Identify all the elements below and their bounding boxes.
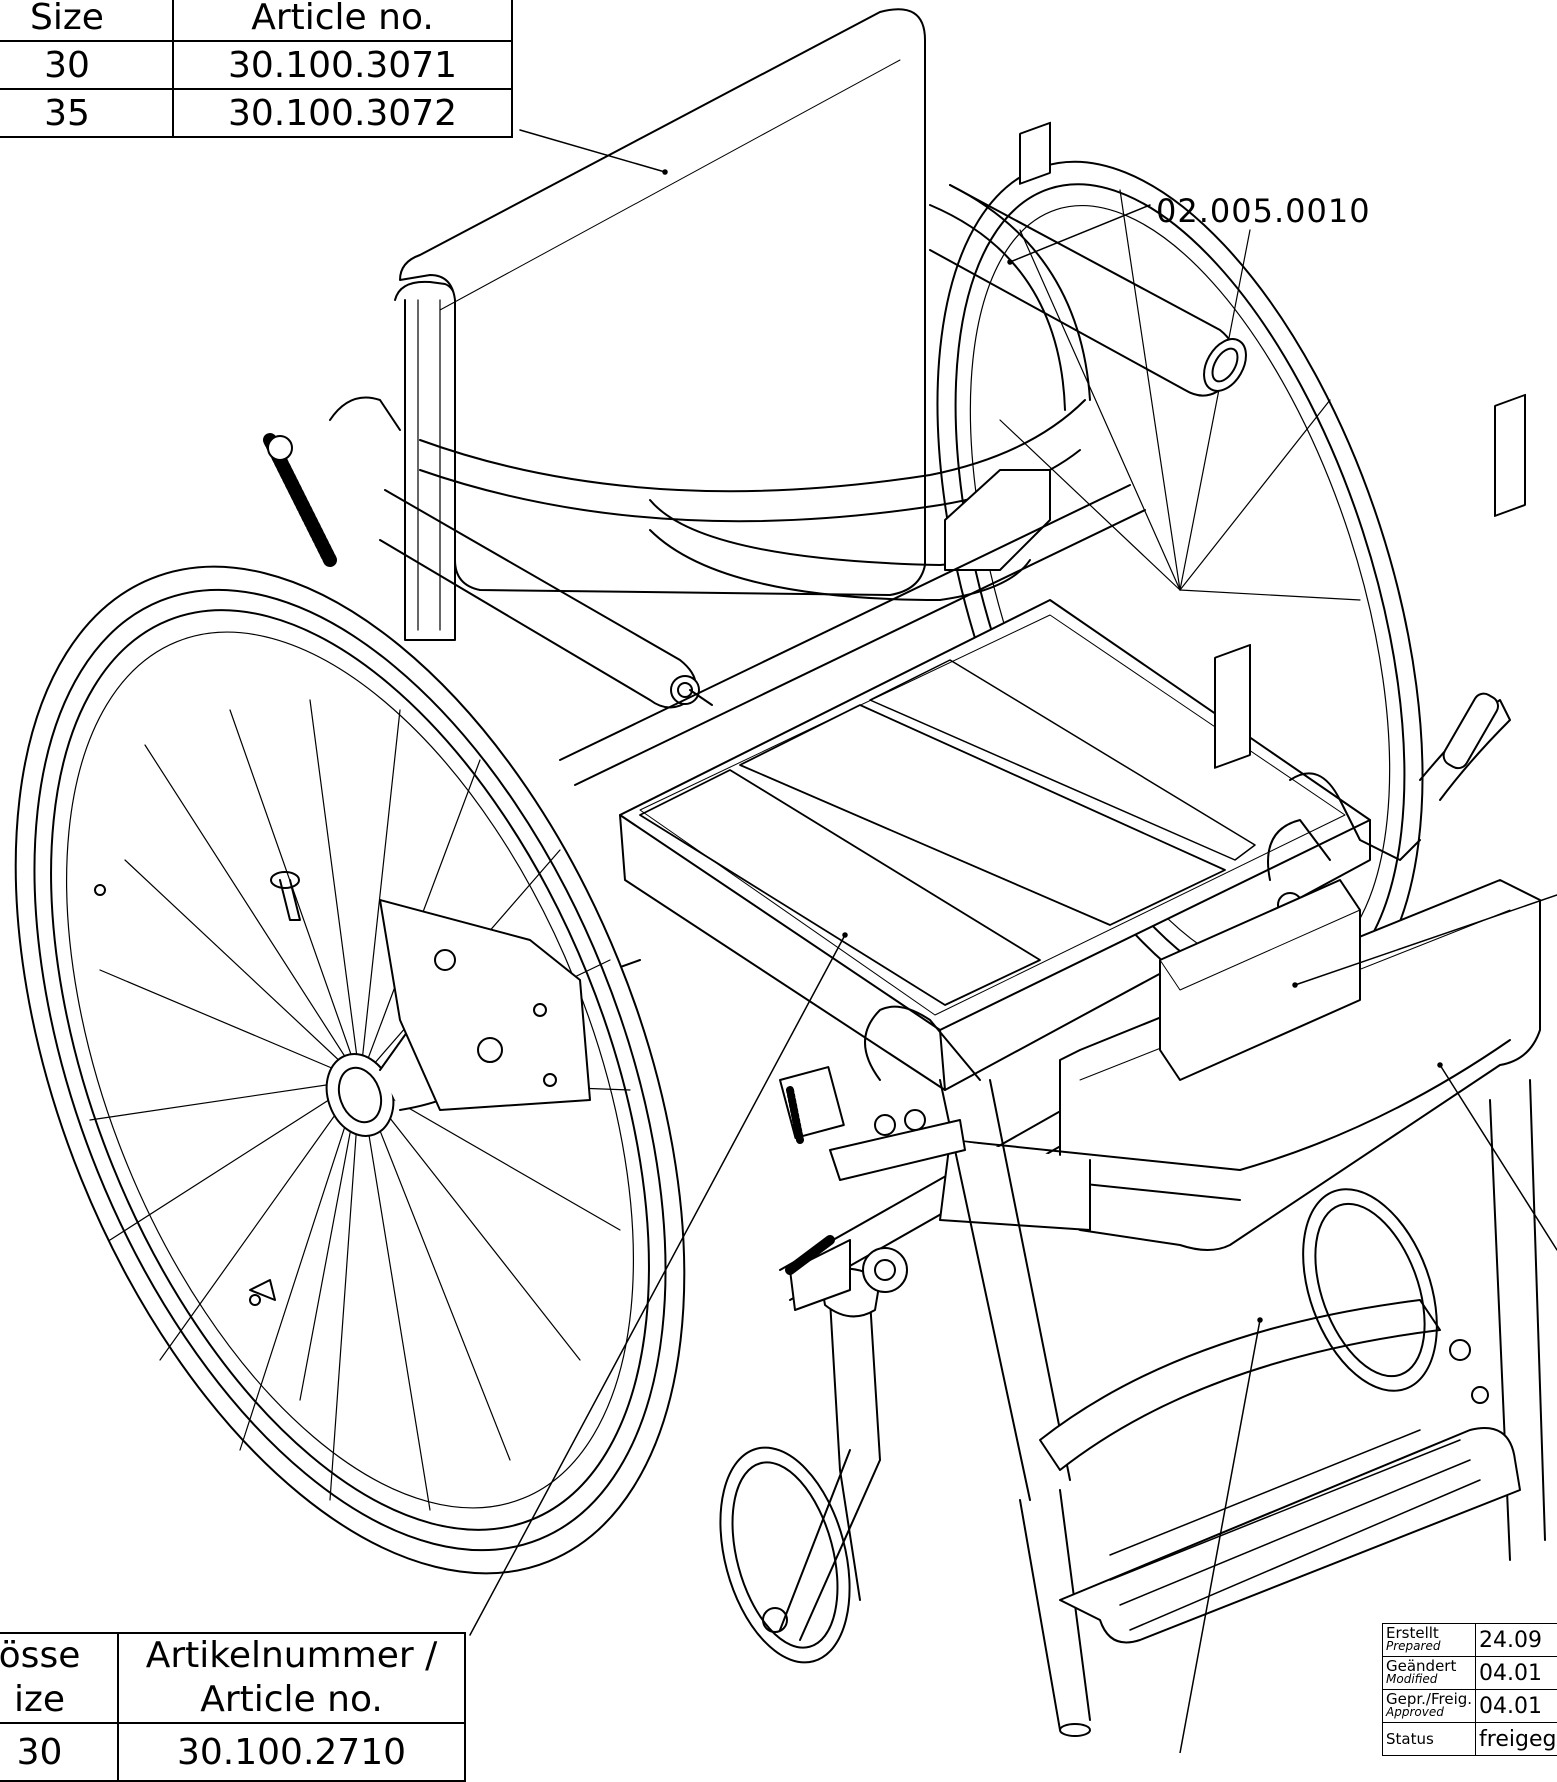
- status-label: Status: [1381, 1722, 1477, 1756]
- part-number-callout: 02.005.0010: [1156, 192, 1371, 230]
- table-row: 35 30.100.3072: [0, 88, 513, 138]
- rear-castor: [1302, 1188, 1438, 1392]
- front-castor: [719, 1267, 881, 1664]
- footrest-crossbar: [1039, 1299, 1489, 1471]
- leader-lines: [469, 129, 1557, 1753]
- article-cell: 30.100.3072: [172, 88, 513, 138]
- table-row: 30 30.100.2710: [0, 1722, 466, 1782]
- footplate: [1059, 1427, 1521, 1644]
- modified-value: 04.01: [1475, 1656, 1557, 1690]
- header-size-en: ize: [13, 1679, 66, 1720]
- calf-pad: [1059, 393, 1541, 1251]
- left-rear-wheel: [14, 565, 686, 1575]
- table-header-article: Article no.: [172, 0, 513, 42]
- modified-label: Geändert Modified: [1381, 1656, 1477, 1690]
- table-header-size: össe ize: [0, 1632, 119, 1724]
- right-push-handle: [929, 184, 1247, 397]
- prepared-value: 24.09: [1475, 1623, 1557, 1657]
- size-cell: 35: [0, 88, 174, 138]
- calf-strap: [939, 1039, 1511, 1231]
- backrest-cushion: [399, 8, 926, 596]
- article-cell: 30.100.2710: [117, 1722, 466, 1782]
- approved-label: Gepr./Freig. Approved: [1381, 1689, 1477, 1723]
- table-header-size: Size: [0, 0, 174, 42]
- size-cell: 30: [0, 40, 174, 90]
- pelvic-belt: [419, 121, 1091, 601]
- article-cell: 30.100.3071: [172, 40, 513, 90]
- size-article-table-top: Size Article no. 30 30.100.3071 35 30.10…: [0, 0, 513, 138]
- title-block: Erstellt Prepared 24.09 Geändert Modifie…: [1381, 1623, 1557, 1756]
- prepared-label: Erstellt Prepared: [1381, 1623, 1477, 1657]
- status-value: freigege: [1475, 1722, 1557, 1756]
- table-row: 30 30.100.3071: [0, 40, 513, 90]
- header-article-de: Artikelnummer /: [145, 1635, 438, 1676]
- size-cell: 30: [0, 1722, 119, 1782]
- header-size-de: össe: [0, 1635, 81, 1676]
- table-header-article: Artikelnummer / Article no.: [117, 1632, 466, 1724]
- backrest-frame: [394, 280, 458, 641]
- spokes: [89, 699, 631, 1511]
- header-article-en: Article no.: [200, 1679, 383, 1720]
- seat: [619, 599, 1371, 1091]
- brake-mechanism: [778, 1066, 966, 1311]
- approved-value: 04.01: [1475, 1689, 1557, 1723]
- size-article-table-bottom: össe ize Artikelnummer / Article no. 30 …: [0, 1632, 466, 1782]
